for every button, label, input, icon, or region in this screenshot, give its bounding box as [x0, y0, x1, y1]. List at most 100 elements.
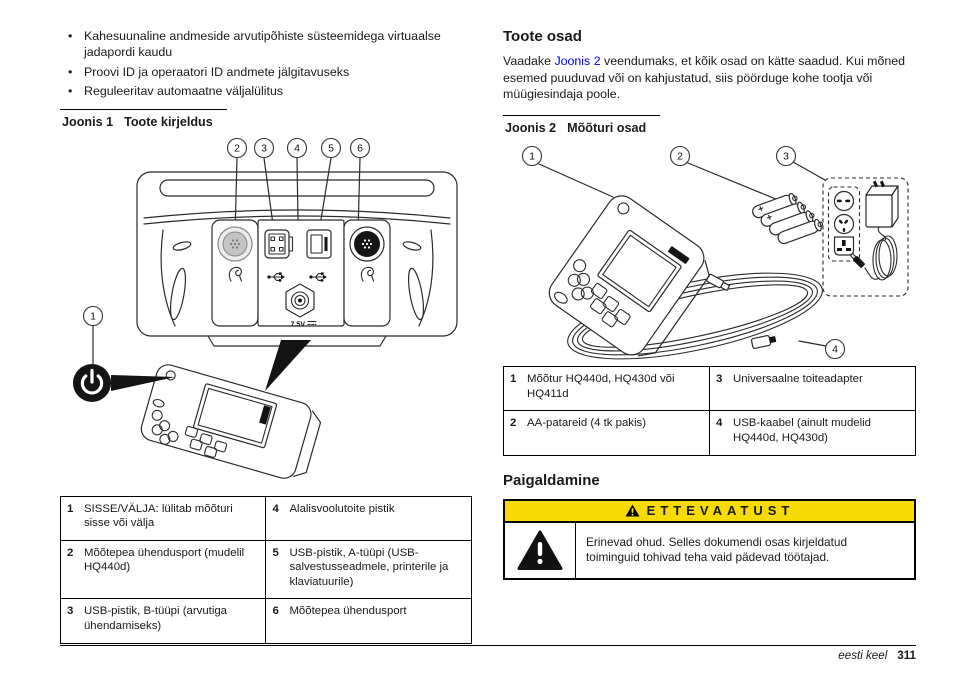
figure2-label: Joonis 2 — [505, 121, 557, 136]
power-jack: 7.5V — [285, 282, 317, 328]
bullet-text: Reguleeritav automaatne väljalülitus — [84, 84, 284, 99]
power-jack-label: 7.5V — [291, 321, 306, 328]
aa-batteries — [752, 193, 824, 245]
callout-2: 2 — [669, 146, 691, 167]
list-item: • Reguleeritav automaatne väljalülitus — [68, 83, 472, 99]
zoom-wedge — [265, 339, 311, 391]
figure2-caption: Joonis 2 Mõõturi osad — [503, 115, 661, 136]
table-row: 3 USB-pistik, B-tüüpi (arvutiga ühendami… — [60, 598, 472, 644]
probe-port-grey — [217, 225, 253, 262]
hazard-triangle-icon — [517, 530, 563, 570]
feature-bullet-list: • Kahesuunaline andmeside arvutipõhiste … — [60, 28, 472, 100]
bullet-icon: • — [68, 84, 73, 99]
usb-b-port — [264, 228, 294, 259]
intro-text: veendumaks, et kõik osad on kätte saadud… — [503, 54, 906, 102]
legend-text: USB-pistik, B-tüüpi (arvutiga ühendamise… — [77, 598, 267, 644]
legend-num: 6 — [265, 598, 284, 644]
svg-text:5: 5 — [328, 142, 334, 154]
table-row: 2 Mõõtepea ühendusport (mudelil HQ440d) … — [60, 539, 472, 600]
usb-plug-b — [750, 335, 777, 350]
bullet-icon: • — [68, 64, 73, 79]
legend-text: Mõõtepea ühendusport — [283, 598, 472, 644]
figure2-legend-table: 1 Mõõtur HQ440d, HQ430d või HQ411d 3 Uni… — [503, 366, 916, 456]
legend-text: AA-patareid (4 tk pakis) — [521, 410, 710, 456]
legend-text: Universaalne toiteadapter — [726, 366, 916, 412]
callout-6: 6 — [349, 137, 371, 158]
caution-body: Erinevad ohud. Selles dokumendi osas kir… — [505, 522, 914, 578]
figure1-caption: Joonis 1 Toote kirjeldus — [60, 108, 227, 129]
brand-label — [668, 246, 690, 265]
legend-text: Mõõtepea ühendusport (mudelil HQ440d) — [77, 539, 267, 600]
figure1-legend-table: 1 SISSE/VÄLJA: lülitab mõõturi sisse või… — [60, 495, 472, 644]
callout-4: 4 — [286, 137, 308, 158]
svg-text:2: 2 — [677, 151, 683, 163]
legend-num: 1 — [60, 495, 78, 541]
legend-text: Mõõtur HQ440d, HQ430d või HQ411d — [521, 366, 710, 412]
section-title-paigaldamine: Paigaldamine — [503, 471, 600, 489]
svg-text:6: 6 — [357, 142, 363, 154]
probe-icon — [360, 266, 375, 282]
svg-text:3: 3 — [783, 151, 789, 163]
intro-paragraph: Vaadake Joonis 2 veendumaks, et kõik osa… — [503, 53, 916, 103]
plug-type-g — [833, 236, 855, 256]
footer-language: eesti keel — [838, 649, 888, 662]
ac-adapter — [849, 180, 899, 281]
left-column: • Kahesuunaline andmeside arvutipõhiste … — [60, 28, 472, 644]
callout-1: 1 — [82, 305, 104, 326]
usb-icon — [309, 271, 327, 282]
svg-text:3: 3 — [261, 142, 267, 154]
callout-3: 3 — [775, 146, 797, 167]
legend-num: 2 — [503, 410, 521, 456]
legend-text: USB-kaabel (ainult mudelid HQ440d, HQ430… — [726, 410, 916, 456]
meter-power-button — [165, 369, 176, 381]
plug-type-a — [833, 191, 855, 212]
meter-sketch — [140, 363, 322, 479]
callout-4: 4 — [824, 339, 846, 360]
legend-num: 3 — [60, 598, 78, 644]
legend-num: 4 — [265, 495, 284, 541]
figure1-label: Joonis 1 — [62, 114, 114, 129]
callout-5: 5 — [320, 137, 342, 158]
bullet-icon: • — [68, 29, 73, 43]
usb-a-port — [306, 228, 332, 259]
power-adapter-kit — [822, 177, 909, 297]
figure2-title: Mõõturi osad — [567, 121, 647, 136]
intro-text: Vaadake — [503, 54, 555, 68]
caution-text: Erinevad ohud. Selles dokumendi osas kir… — [586, 534, 848, 565]
probe-port-black — [349, 225, 385, 262]
plug-type-i — [833, 214, 855, 235]
legend-num: 3 — [709, 366, 727, 412]
callout-1: 1 — [521, 146, 543, 167]
footer-rule — [60, 645, 916, 646]
legend-num: 1 — [503, 366, 521, 412]
figure2-parts-drawing: 1 2 3 4 — [521, 146, 909, 360]
page-number: 311 — [897, 649, 916, 662]
caution-box: ETTEVAATUST Erinevad ohud. Selles dokume… — [503, 498, 916, 580]
meter-power-button — [617, 202, 630, 215]
table-row: 1 Mõõtur HQ440d, HQ430d või HQ411d 3 Uni… — [503, 366, 916, 412]
list-item: • Kahesuunaline andmeside arvutipõhiste … — [68, 28, 472, 61]
pointer-wedge — [111, 374, 175, 391]
probe-icon — [228, 266, 243, 282]
page-footer: eesti keel 311 — [838, 649, 916, 662]
callout-2: 2 — [226, 137, 248, 158]
caution-title: ETTEVAATUST — [646, 502, 795, 518]
legend-text: Alalisvoolutoite pistik — [283, 495, 472, 541]
svg-text:4: 4 — [294, 142, 300, 154]
usb-icon — [267, 271, 285, 282]
table-row: 1 SISSE/VÄLJA: lülitab mõõturi sisse või… — [60, 495, 472, 541]
svg-text:2: 2 — [234, 142, 240, 154]
legend-text: SISSE/VÄLJA: lülitab mõõturi sisse või v… — [77, 495, 267, 541]
joonis-2-link[interactable]: Joonis 2 — [554, 54, 601, 68]
legend-num: 5 — [265, 539, 284, 600]
meter-front-sketch — [548, 195, 710, 357]
callout-3: 3 — [253, 137, 275, 158]
legend-num: 4 — [709, 410, 727, 456]
bullet-text: Kahesuunaline andmeside arvutipõhiste sü… — [84, 29, 441, 60]
hazard-icon-cell — [505, 522, 576, 578]
section-title-toote-osad: Toote osad — [503, 28, 582, 45]
svg-text:4: 4 — [832, 344, 838, 356]
figure1-title: Toote kirjeldus — [124, 114, 213, 129]
table-row: 2 AA-patareid (4 tk pakis) 4 USB-kaabel … — [503, 410, 916, 456]
